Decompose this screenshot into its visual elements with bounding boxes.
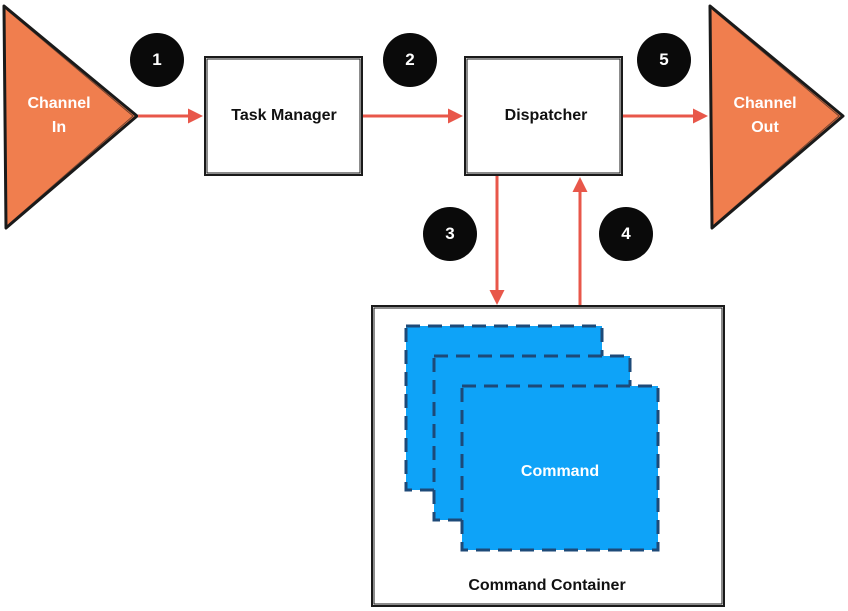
- channel-out-label: Channel Out: [733, 95, 797, 136]
- step-badge-5: [637, 33, 691, 87]
- channel-in-label: Channel In: [27, 95, 91, 136]
- step-number-4: 4: [621, 224, 631, 243]
- step-badge-3: [423, 207, 477, 261]
- command-label: Command: [520, 463, 600, 480]
- task-manager-label: Task Manager: [231, 107, 337, 124]
- step-badge-4: [599, 207, 653, 261]
- step-number-5: 5: [659, 50, 669, 69]
- dispatcher-label: Dispatcher: [504, 107, 588, 124]
- step-number-1: 1: [152, 50, 162, 69]
- command-card-front: [460, 384, 660, 552]
- dispatcher-box: [464, 56, 623, 176]
- task-manager-box: [204, 56, 363, 176]
- step-number-2: 2: [405, 50, 415, 69]
- step-badge-1: [130, 33, 184, 87]
- channel-out-shape: [708, 4, 845, 230]
- command-container-label: Command Container: [468, 577, 626, 594]
- step-number-3: 3: [445, 224, 455, 243]
- step-badge-2: [383, 33, 437, 87]
- channel-in-shape: [2, 4, 139, 230]
